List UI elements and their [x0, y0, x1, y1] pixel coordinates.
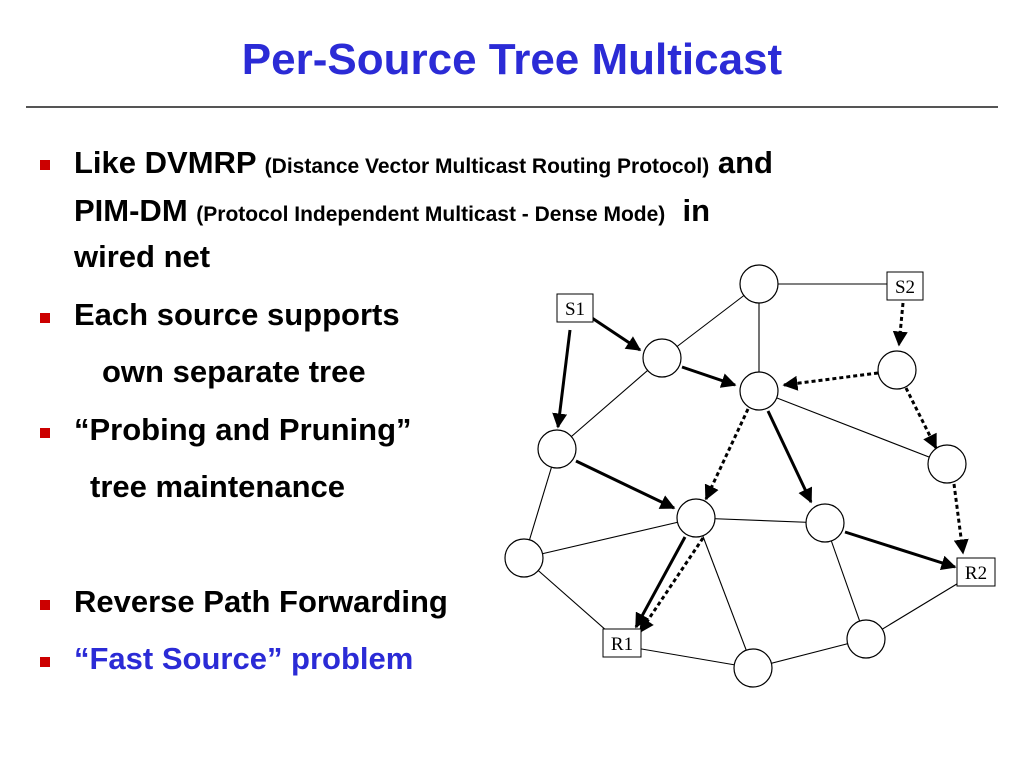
router-node	[504, 538, 544, 578]
source-s2-label: S2	[895, 277, 915, 298]
router-node	[739, 371, 779, 411]
s2-tree-arrow	[904, 387, 938, 450]
edge	[758, 390, 948, 465]
slide-title: Per-Source Tree Multicast	[241, 35, 783, 84]
network-edges	[523, 283, 976, 669]
receiver-r1-label: R1	[611, 634, 633, 655]
receiver-r2-node: R2	[956, 557, 996, 587]
s2-tree-arrow	[704, 408, 750, 501]
source-1-tree	[552, 314, 957, 629]
bullet-marker	[40, 313, 50, 323]
bullet-1-line-2: PIM-DM (Protocol Independent Multicast -…	[74, 193, 710, 229]
edge	[623, 645, 754, 669]
bullet-3-line-1: “Probing and Pruning”	[74, 412, 412, 447]
router-node	[846, 619, 886, 659]
edge	[523, 517, 697, 559]
receiver-r2-label: R2	[965, 563, 987, 584]
bullet-marker	[40, 160, 50, 170]
router-node	[739, 264, 779, 304]
bullet-1-dvmrp-expansion: (Distance Vector Multicast Routing Proto…	[264, 155, 710, 178]
edge	[661, 283, 760, 359]
bullet-1-dvmrp: Like DVMRP	[74, 145, 265, 180]
bullet-1-line-1: Like DVMRP (Distance Vector Multicast Ro…	[74, 145, 773, 181]
bullet-marker	[40, 657, 50, 667]
s1-tree-arrow	[766, 410, 813, 504]
s1-tree-arrow	[634, 536, 687, 629]
router-node	[537, 429, 577, 469]
s2-tree-arrow	[782, 371, 879, 391]
router-node	[877, 350, 917, 390]
edge	[556, 357, 663, 450]
title-divider	[26, 106, 998, 108]
bullet-2-line-2: own separate tree	[102, 354, 366, 389]
bullet-1-in: in	[665, 193, 711, 228]
source-s1-label: S1	[565, 299, 585, 320]
bullet-marker	[40, 428, 50, 438]
bullet-3-line-2: tree maintenance	[90, 469, 345, 504]
s2-tree-arrow	[638, 537, 705, 634]
s2-tree-arrow	[892, 302, 908, 347]
s1-tree-arrow	[575, 459, 676, 510]
router-node	[733, 648, 773, 688]
bullet-4-text: Reverse Path Forwarding	[74, 584, 448, 619]
source-s1-node: S1	[556, 293, 594, 323]
bullet-5-text: “Fast Source” problem	[74, 641, 414, 676]
s1-tree-arrow	[681, 365, 737, 388]
bullet-1-and: and	[709, 145, 773, 180]
source-s2-node: S2	[886, 271, 924, 301]
s1-tree-arrow	[844, 530, 957, 571]
router-node	[642, 338, 682, 378]
router-node	[927, 444, 967, 484]
edge	[695, 517, 754, 669]
router-node	[676, 498, 716, 538]
bullet-1-line-3: wired net	[74, 239, 211, 274]
edge	[824, 522, 867, 640]
receiver-r1-node: R1	[602, 628, 642, 658]
bullet-1-pimdm-expansion: (Protocol Independent Multicast - Dense …	[196, 203, 666, 226]
bullet-2-line-1: Each source supports	[74, 297, 400, 332]
s1-tree-arrow	[588, 314, 642, 352]
network-nodes	[504, 264, 967, 688]
s2-tree-arrow	[952, 483, 969, 555]
edge	[695, 517, 826, 524]
bullet-1-pimdm: PIM-DM	[74, 193, 197, 228]
source-2-tree	[638, 302, 969, 634]
bullet-marker	[40, 600, 50, 610]
s1-tree-arrow	[552, 329, 572, 429]
router-node	[805, 503, 845, 543]
